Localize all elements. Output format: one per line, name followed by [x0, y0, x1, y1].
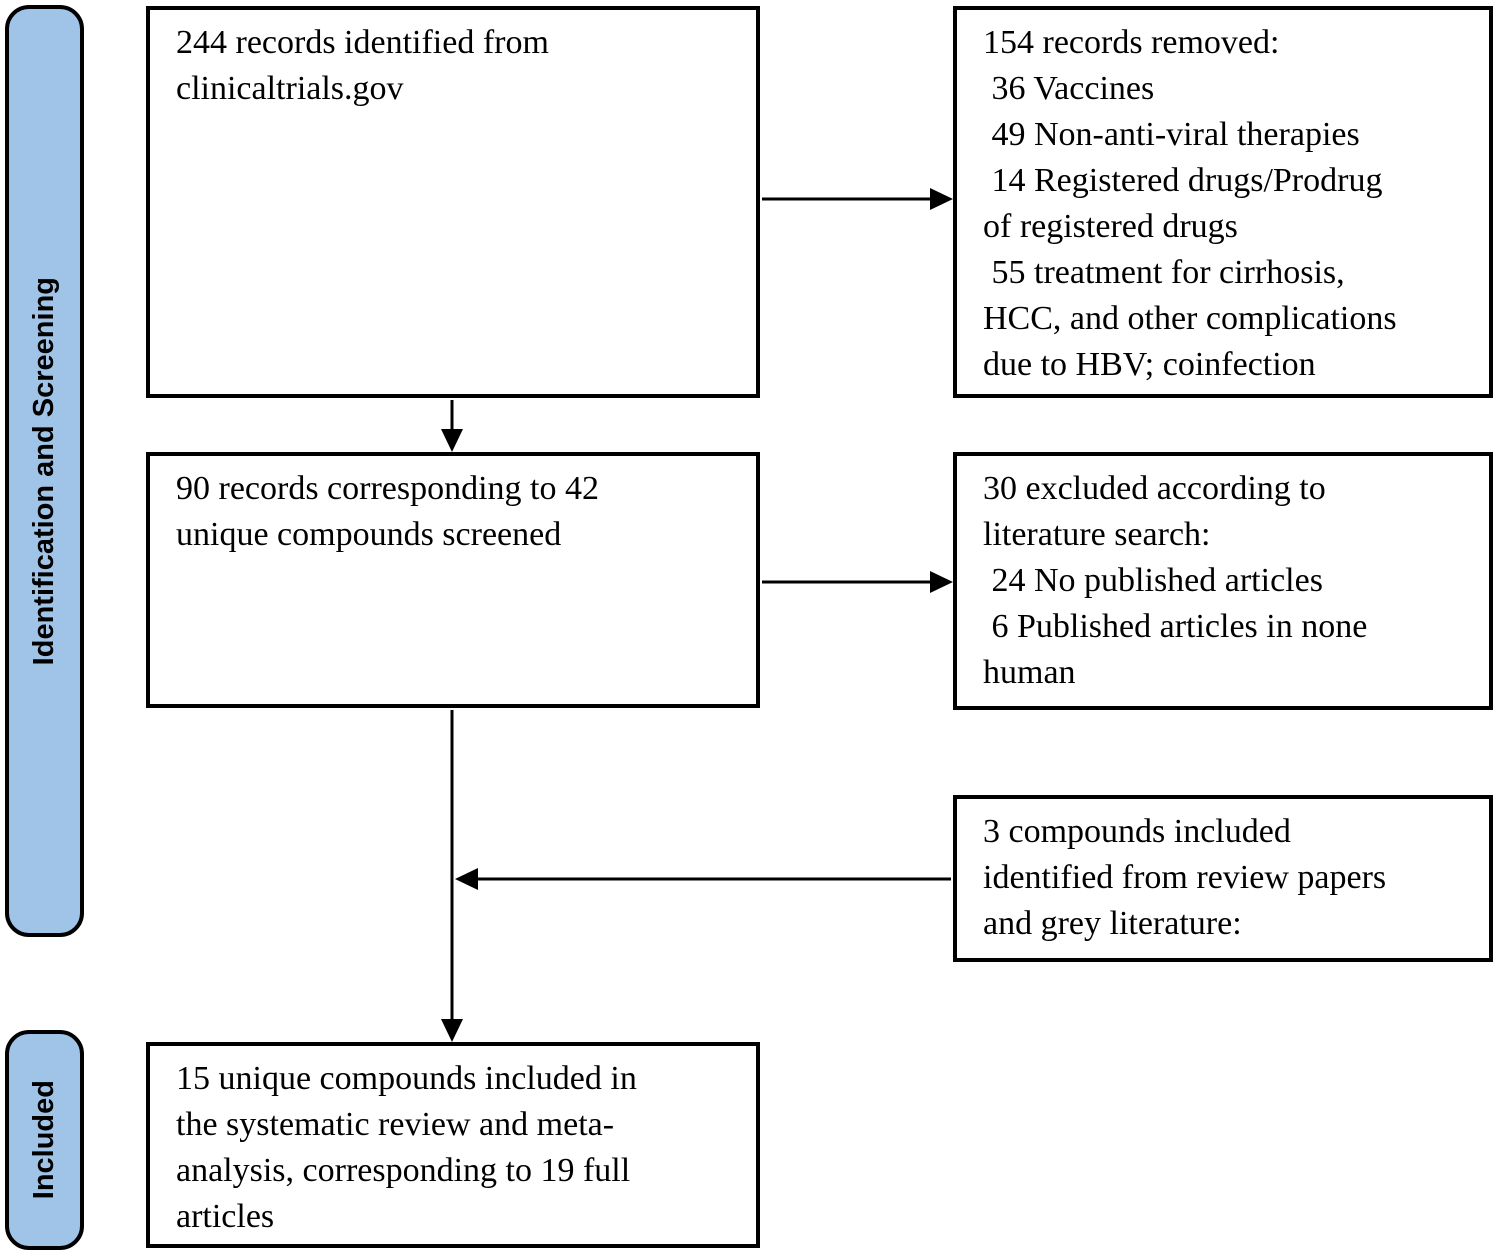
- box-grey-literature-included-text: 3 compounds included identified from rev…: [983, 813, 1387, 942]
- box-final-included: 15 unique compounds included in the syst…: [146, 1042, 760, 1248]
- box-records-removed-text: 154 records removed: 36 Vaccines 49 Non-…: [983, 24, 1397, 383]
- box-records-excluded-text: 30 excluded according to literature sear…: [983, 470, 1368, 691]
- stage-bar-identification-screening: Identification and Screening: [5, 5, 84, 937]
- box-records-excluded: 30 excluded according to literature sear…: [953, 452, 1493, 710]
- arrowhead-grey-to-final: [455, 868, 478, 890]
- box-records-identified-text: 244 records identified from clinicaltria…: [176, 24, 549, 107]
- box-final-included-text: 15 unique compounds included in the syst…: [176, 1060, 637, 1235]
- box-records-screened-text: 90 records corresponding to 42 unique co…: [176, 470, 600, 553]
- stage-label-included: Included: [28, 1080, 60, 1200]
- box-grey-literature-included: 3 compounds included identified from rev…: [953, 795, 1493, 962]
- box-records-removed: 154 records removed: 36 Vaccines 49 Non-…: [953, 6, 1493, 398]
- stage-label-identification-screening: Identification and Screening: [28, 276, 60, 666]
- box-records-identified: 244 records identified from clinicaltria…: [146, 6, 760, 398]
- box-records-screened: 90 records corresponding to 42 unique co…: [146, 452, 760, 708]
- arrowhead-screened-to-excluded: [930, 571, 953, 593]
- arrowhead-identified-to-removed: [930, 188, 953, 210]
- stage-bar-included: Included: [5, 1030, 84, 1250]
- arrowhead-screened-to-final: [441, 1019, 463, 1042]
- arrowhead-identified-to-screened: [441, 429, 463, 452]
